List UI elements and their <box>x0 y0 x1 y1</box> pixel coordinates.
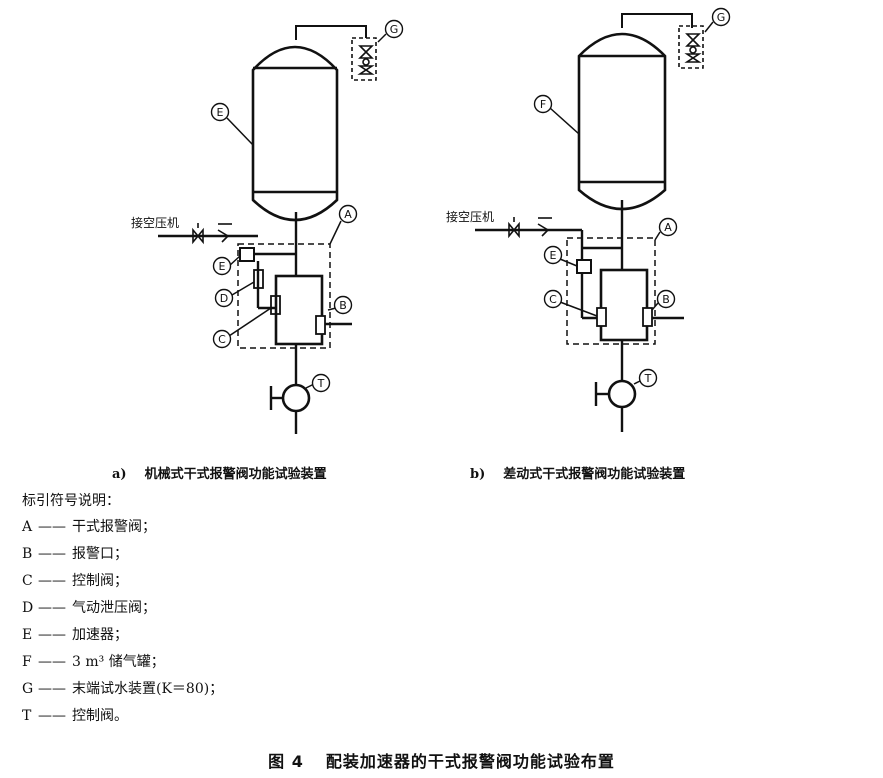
valve-a-boundary <box>237 243 331 349</box>
valve-body-b <box>599 268 649 342</box>
control-valve-c-a <box>270 295 281 315</box>
caption-b-tag: b) <box>470 467 486 482</box>
pressure-release-d-a <box>253 269 264 289</box>
storage-tank-f-b <box>577 32 667 211</box>
letter-G-b: G <box>717 11 726 24</box>
accelerator-e-a <box>239 247 255 262</box>
label-letters-a: E G A B D E C T <box>217 23 399 390</box>
label-circles-a <box>210 19 404 393</box>
legend-key: D <box>22 600 34 616</box>
legend-dash: —— <box>38 681 66 697</box>
caption-a: a) 机械式干式报警阀功能试验装置 <box>112 463 327 482</box>
letter-E-b: E <box>550 249 557 262</box>
check-valve-a <box>217 229 230 243</box>
storage-tank-f <box>251 45 339 222</box>
letter-B-b: B <box>662 293 670 306</box>
leaders-b <box>549 21 714 385</box>
legend-item: B —— 报警口； <box>22 541 223 568</box>
legend-key: G <box>22 681 34 697</box>
legend-dash: —— <box>38 573 66 589</box>
legend-key: B <box>22 546 33 562</box>
alarm-port-b-a <box>315 315 326 335</box>
caption-b: b) 差动式干式报警阀功能试验装置 <box>470 463 685 482</box>
legend-desc: 干式报警阀； <box>72 519 156 535</box>
caption-b-text: 差动式干式报警阀功能试验装置 <box>503 467 686 482</box>
control-valve-c-b <box>596 307 607 327</box>
diagram-a <box>158 25 377 434</box>
valve-body-a <box>274 274 324 346</box>
accelerator-e-b <box>576 259 592 274</box>
legend-item: A —— 干式报警阀； <box>22 514 223 541</box>
legend-desc: 3 m³ 储气罐； <box>72 654 165 670</box>
check-valve-b <box>537 223 550 237</box>
legend-desc: 加速器； <box>72 627 128 643</box>
control-valve-t-a <box>281 383 311 413</box>
legend-dash: —— <box>38 627 66 643</box>
pipe-tank-to-g-b <box>621 13 693 28</box>
letter-C-a: C <box>218 333 226 346</box>
valve-a-boundary-b <box>566 237 656 345</box>
pipe-tank-to-g <box>295 25 367 40</box>
legend: 标引符号说明： A——干式报警阀； B——报警口； C——控制阀； D——气动泄… <box>22 488 223 730</box>
letter-G-a: G <box>390 23 399 36</box>
legend-key: T <box>22 708 32 724</box>
legend-dash: —— <box>38 708 66 724</box>
legend-item: D—— 气动泄压阀； <box>22 595 223 622</box>
legend-desc: 气动泄压阀； <box>72 600 156 616</box>
legend-key: C <box>22 573 33 589</box>
legend-desc: 报警口； <box>72 546 128 562</box>
test-device-g <box>351 37 377 81</box>
legend-item: T —— 控制阀。 <box>22 703 223 730</box>
alarm-port-b-b <box>642 307 653 327</box>
letter-E-a: E <box>219 260 226 273</box>
legend-key: E <box>22 627 33 643</box>
legend-key: A <box>22 519 33 535</box>
letter-F-b: F <box>540 98 546 111</box>
letter-D-a: D <box>220 292 228 305</box>
legend-item: F —— 3 m³ 储气罐； <box>22 649 223 676</box>
label-circles-b <box>533 7 731 388</box>
legend-desc: 控制阀； <box>72 573 128 589</box>
legend-title: 标引符号说明： <box>22 493 120 509</box>
letter-A-b: A <box>664 221 672 234</box>
legend-dash: —— <box>38 546 66 562</box>
control-valve-t-b <box>607 379 637 409</box>
air-valve-b <box>508 221 520 239</box>
legend-key: F <box>22 654 32 670</box>
legend-desc: 末端试水装置(K＝80)； <box>72 681 224 697</box>
figure-number: 图 4 <box>268 752 304 771</box>
letter-F-a: E <box>217 106 224 119</box>
leaders-a <box>226 33 387 389</box>
legend-item: E —— 加速器； <box>22 622 223 649</box>
caption-a-text: 机械式干式报警阀功能试验装置 <box>144 467 327 482</box>
figure-title: 图 4 配装加速器的干式报警阀功能试验布置 <box>0 748 883 772</box>
letter-T-b: T <box>644 372 652 385</box>
legend-item: C —— 控制阀； <box>22 568 223 595</box>
diagram-canvas: E G A B D E C T 接空压机 <box>131 7 731 434</box>
legend-dash: —— <box>38 600 66 616</box>
letter-C-b: C <box>549 293 557 306</box>
legend-item: G—— 末端试水装置(K＝80)； <box>22 676 223 703</box>
legend-desc: 控制阀。 <box>72 708 128 724</box>
air-compressor-label-b: 接空压机 <box>446 209 494 224</box>
figure-title-text: 配装加速器的干式报警阀功能试验布置 <box>325 752 615 771</box>
letter-T-a: T <box>317 377 325 390</box>
diagram-b <box>475 13 704 432</box>
caption-a-tag: a) <box>112 467 127 482</box>
label-letters-b: F G A E C B T <box>540 11 725 385</box>
test-device-g-b <box>678 25 704 69</box>
air-compressor-label-a: 接空压机 <box>131 215 179 230</box>
air-valve-a <box>192 227 204 245</box>
legend-dash: —— <box>38 654 66 670</box>
letter-B-a: B <box>339 299 347 312</box>
legend-dash: —— <box>38 519 66 535</box>
letter-A-a: A <box>344 208 352 221</box>
